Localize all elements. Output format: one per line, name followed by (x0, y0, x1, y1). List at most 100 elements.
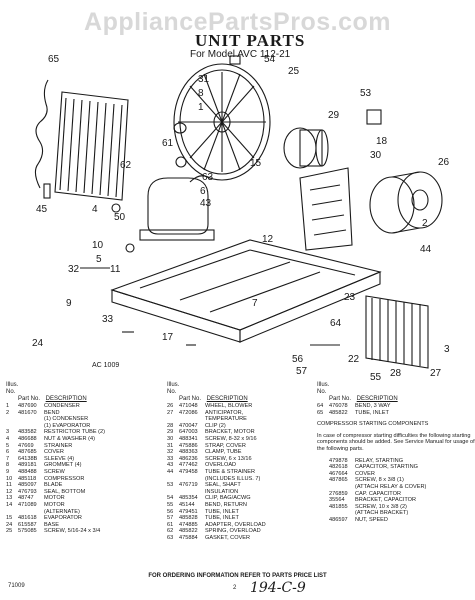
part-description: TEMPERATURE (205, 416, 247, 423)
callout-label: 61 (162, 138, 174, 149)
part-description: OVERLOAD (205, 462, 237, 469)
part-number: 485097 (18, 482, 37, 489)
part-description: COVER (44, 449, 64, 456)
fan-blade-illustration (173, 63, 271, 181)
illus-number: 62 (167, 528, 174, 535)
illus-number: 25 (6, 528, 13, 535)
part-number: 479878 (329, 457, 348, 464)
callout-label: 31 (198, 74, 210, 85)
callout-label: 56 (292, 354, 304, 365)
parts-row: 6 487685 COVER (6, 449, 166, 456)
model-subtitle: For Model AVC 112-21 (190, 49, 291, 60)
parts-header: Illus. No. Part No. DESCRIPTION (6, 382, 166, 403)
part-number: 476078 (329, 403, 348, 409)
part-number: 487690 (18, 403, 37, 409)
part-number: 481670 (18, 409, 37, 416)
part-description: BRACKET, CAPACITOR (355, 497, 417, 504)
callout-label: 32 (68, 264, 80, 275)
part-number: 575085 (18, 528, 37, 535)
part-description: TUBE, INLET (355, 409, 389, 416)
drawing-id: AC 1009 (92, 362, 120, 369)
callout-label: 8 (198, 88, 204, 99)
part-number: 471089 (18, 501, 37, 508)
part-no-header: Part No. (18, 396, 41, 402)
callout-label: 64 (330, 318, 342, 329)
part-number: 481855 (329, 503, 348, 510)
part-description: SCREW, 8-32 x 9/16 (205, 435, 257, 442)
part-number: 485118 (18, 475, 37, 482)
illus-header: Illus. No. (6, 382, 19, 395)
part-description: TUBE, INLET (205, 508, 239, 515)
part-number: 487685 (18, 449, 37, 456)
part-description: COMPRESSOR (44, 475, 85, 482)
part-description: BASE (44, 521, 59, 528)
callout-label: 63 (202, 172, 214, 183)
parts-row: (1) EVAPORATOR (6, 423, 166, 430)
part-description: (ATTACH BRACKET) (355, 510, 409, 517)
part-no-header: Part No. (179, 396, 202, 402)
illus-number: 43 (167, 462, 174, 469)
illus-number: 14 (6, 501, 13, 508)
illus-number: 12 (6, 488, 13, 495)
part-description: SPRING, OVERLOAD (205, 528, 261, 535)
illus-number: 61 (167, 521, 174, 528)
part-number: 486688 (18, 435, 37, 442)
illus-number: 29 (167, 429, 174, 436)
part-description: MOTOR (44, 501, 65, 508)
part-number: 476719 (179, 482, 198, 489)
page-title: UNIT PARTS (195, 31, 306, 50)
part-description: ADAPTER, OVERLOAD (205, 521, 266, 528)
part-number: 471048 (179, 403, 198, 409)
part-description: SCREW, 5/16-24 x 3/4 (44, 528, 101, 535)
illus-number: 3 (6, 429, 10, 436)
part-number: 483582 (18, 429, 37, 436)
illus-number: 57 (167, 515, 174, 522)
illus-number: 10 (6, 475, 13, 482)
part-number: 482618 (329, 464, 348, 471)
part-description: INSULATION (205, 488, 239, 495)
part-description: BRACKET, MOTOR (205, 429, 255, 436)
illus-number: 55 (167, 501, 174, 508)
parts-row: 25 575085 SCREW, 5/16-24 x 3/4 (6, 528, 166, 535)
callout-label: 5 (96, 254, 102, 265)
illus-number: 8 (6, 462, 10, 469)
illus-number: 11 (6, 482, 12, 489)
part-no-header: Part No. (329, 396, 352, 402)
callout-label: 24 (32, 338, 44, 349)
parts-row: 14 471089 MOTOR (6, 502, 166, 509)
part-description: BLADE (44, 482, 63, 489)
callout-label: 11 (110, 264, 121, 275)
illus-number: 64 (317, 403, 324, 409)
part-description: (ATTACH RELAY & COVER) (355, 483, 427, 490)
callout-label: 50 (114, 212, 126, 223)
exploded-parts-diagram: 65 31 54 25 8 53 1 29 26 61 18 30 62 63 … (32, 54, 450, 380)
illus-number: 63 (167, 534, 174, 541)
illus-number: 6 (6, 449, 10, 456)
part-number: 488363 (179, 449, 198, 456)
part-description: (ALTERNATE) (44, 508, 80, 515)
part-description: NUT, SPEED (355, 516, 388, 523)
callout-label: 27 (430, 368, 442, 379)
parts-column-3: Illus. No. Part No. DESCRIPTION 64 476078… (317, 382, 475, 524)
part-description: (1) CONDENSER (44, 416, 89, 423)
part-description: NUT & WASHER (4) (44, 435, 95, 442)
callout-label: 12 (262, 234, 274, 245)
illus-number: 2 (6, 409, 10, 416)
parts-header: Illus. No. Part No. DESCRIPTION (317, 382, 475, 403)
parts-row: TEMPERATURE (167, 416, 317, 423)
illus-number: 53 (167, 482, 174, 489)
